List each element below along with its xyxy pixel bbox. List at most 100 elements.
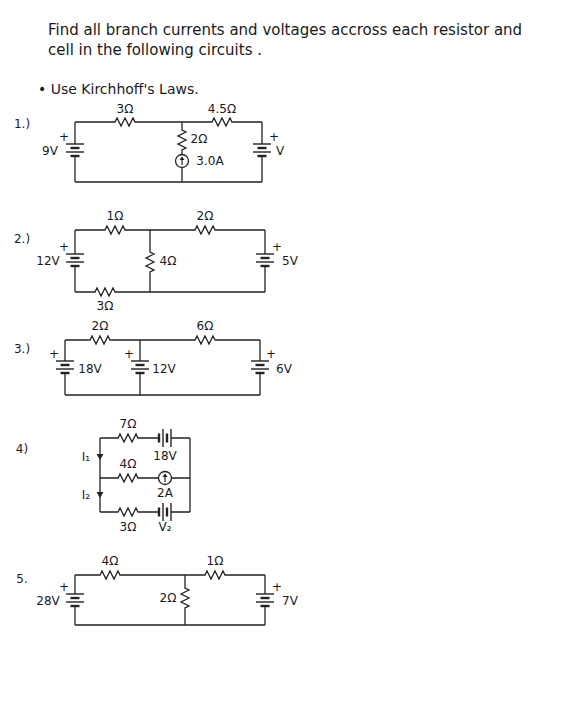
resistor-gap [115,432,141,444]
battery-gap [254,594,276,606]
battery-symbol [129,361,151,373]
resistor-gap [176,127,188,153]
battery-plate [66,601,84,602]
circuit-label: 1Ω [107,210,124,223]
battery-plate [131,368,149,369]
current-arrow [97,454,104,460]
battery-plate [71,257,80,259]
circuit-label: 7Ω [120,418,137,431]
resistor-zigzag [192,336,218,344]
battery-plate [71,605,80,607]
battery-plate [136,372,145,374]
circuit-label: 4Ω [160,255,177,268]
circuit-label: 1Ω [207,555,224,568]
circuit-label: 2Ω [191,133,208,146]
battery-plate [170,429,171,447]
battery-gap [64,144,86,156]
wire [100,438,190,512]
circuit-label: + [59,581,69,594]
battery-plate [170,503,171,521]
battery-symbol [54,361,76,373]
circuit-label: 2Ω [197,210,214,223]
battery-symbol [159,427,171,449]
resistor-symbol [144,249,156,275]
battery-plate [166,508,168,517]
resistor-symbol [115,506,141,518]
circuit-label: 6Ω [197,320,214,333]
resistor-symbol [176,127,188,153]
resistor-zigzag [209,118,235,126]
battery-plate [71,147,80,149]
circuit-label: 2Ω [160,592,177,605]
source-arrowhead [163,474,168,478]
resistor-symbol [192,224,218,236]
circuit-label: 3Ω [117,103,134,116]
circuit-label: 7V [282,595,298,608]
circuit-label: 4) [16,443,28,456]
battery-plate [256,261,274,262]
battery-plate [162,429,163,447]
battery-gap [129,361,151,373]
battery-symbol [254,254,276,266]
battery-gap [54,361,76,373]
resistor-gap [144,249,156,275]
battery-symbol [251,144,273,156]
resistor-zigzag [97,571,123,579]
resistor-zigzag [202,571,228,579]
battery-plate [258,147,267,149]
battery-gap [64,254,86,266]
wire [75,575,265,625]
resistor-zigzag [181,585,189,611]
resistor-gap [87,334,113,346]
battery-plate [261,597,270,599]
resistor-zigzag [115,508,141,516]
battery-plate [261,605,270,607]
circuit-label: 12V [36,255,59,268]
resistor-gap [92,286,118,298]
battery-gap [64,594,86,606]
instruction-note: • Use Kirchhoff's Laws. [38,82,199,97]
resistor-zigzag [115,434,141,442]
circuit-label: I₁ [82,451,90,464]
battery-gap [254,254,276,266]
battery-plate [158,434,160,443]
circuit-label: 3Ω [120,521,137,534]
battery-plate [158,508,160,517]
circuit-label: + [269,131,279,144]
resistor-zigzag [102,226,128,234]
resistor-symbol [179,585,191,611]
circuit-label: + [272,581,282,594]
battery-plate [256,364,265,366]
resistor-symbol [102,224,128,236]
circuit-label: 3.0A [196,155,223,168]
resistor-gap [115,472,141,484]
circuit-label: + [266,348,276,361]
battery-plate [256,372,265,374]
battery-plate [136,364,145,366]
battery-plate [166,434,168,443]
battery-gap [251,144,273,156]
resistor-gap [192,224,218,236]
resistor-symbol [192,334,218,346]
wire [65,340,260,395]
battery-symbol [159,501,171,523]
circuit-label: + [59,131,69,144]
resistor-gap [97,569,123,581]
circuit-label: 3.) [14,343,30,356]
battery-plate [261,265,270,267]
circuit-label: + [59,241,69,254]
battery-symbol [249,361,271,373]
resistor-gap [179,585,191,611]
wire [75,230,265,292]
battery-symbol [254,594,276,606]
source-circle [159,472,172,485]
circuit-label: 5V [282,255,298,268]
current-arrow [97,492,104,498]
resistor-zigzag [115,474,141,482]
circuit-label: 28V [36,595,59,608]
resistor-symbol [202,569,228,581]
circuit-label: 9V [42,145,58,158]
circuit-label: 2A [157,487,173,500]
battery-symbol [64,254,86,266]
